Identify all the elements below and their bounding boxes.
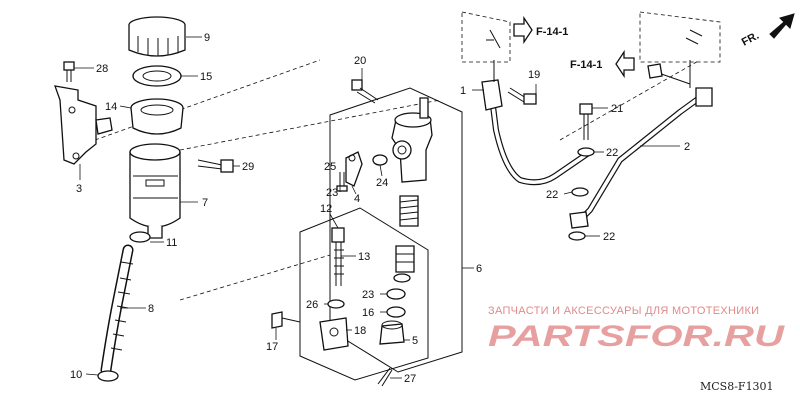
joint-4 bbox=[345, 151, 363, 187]
callout-29: 29 bbox=[242, 161, 254, 173]
hose-dash-line bbox=[179, 254, 331, 301]
left-ref-box bbox=[461, 11, 511, 63]
piston-kit-frame bbox=[299, 207, 429, 381]
callout-1: 1 bbox=[460, 85, 466, 97]
ref-arrow-left-icon[interactable] bbox=[615, 49, 635, 79]
callout-24: 24 bbox=[376, 177, 388, 189]
callout-13: 13 bbox=[358, 251, 370, 263]
callout-21: 21 bbox=[611, 103, 623, 115]
watermark-logo: PARTSFOR.RU bbox=[488, 320, 786, 353]
ref-arrow-right-icon[interactable] bbox=[513, 15, 533, 45]
nut-26 bbox=[327, 299, 345, 309]
callout-11: 11 bbox=[166, 237, 177, 249]
reservoir-diaphragm bbox=[130, 98, 184, 135]
reservoir-stay bbox=[54, 85, 113, 165]
o-ring-16 bbox=[386, 306, 406, 318]
bolt-29 bbox=[197, 159, 234, 173]
callout-17: 17 bbox=[266, 341, 278, 353]
bolt-28 bbox=[63, 61, 75, 82]
callout-20: 20 bbox=[354, 55, 366, 67]
front-direction-label: FR. bbox=[740, 30, 761, 49]
callout-5: 5 bbox=[412, 335, 418, 347]
ref-label-left[interactable]: F-14-1 bbox=[570, 59, 602, 71]
right-ref-box bbox=[639, 11, 721, 63]
reservoir-dash-line bbox=[94, 59, 321, 141]
callout-23a: 23 bbox=[326, 187, 338, 199]
cap-dash-line bbox=[179, 99, 441, 151]
leader-lines bbox=[74, 36, 680, 379]
supply-hose bbox=[100, 244, 134, 376]
callout-27: 27 bbox=[404, 373, 416, 385]
bolt-21 bbox=[579, 103, 593, 140]
callout-labels: 9 15 14 7 11 8 10 28 29 3 20 1 19 21 2 2… bbox=[70, 32, 690, 385]
reservoir-plate bbox=[132, 65, 182, 87]
piston-spring bbox=[399, 195, 419, 227]
push-rod bbox=[331, 227, 345, 286]
callout-6: 6 bbox=[476, 263, 482, 275]
hose-clip-10 bbox=[97, 370, 119, 382]
watermark-tagline: ЗАПЧАСТИ И АКСЕССУАРЫ ДЛЯ МОТОТЕХНИКИ bbox=[488, 305, 759, 317]
callout-26: 26 bbox=[306, 299, 318, 311]
clip-23a bbox=[386, 288, 406, 300]
callout-7: 7 bbox=[202, 197, 208, 209]
washer-23b bbox=[393, 273, 411, 283]
callout-19: 19 bbox=[528, 69, 540, 81]
ref-union-right-icon bbox=[685, 29, 703, 45]
piston-cups bbox=[395, 245, 415, 273]
bolt-20 bbox=[351, 79, 379, 104]
brake-hose-1 bbox=[481, 60, 593, 186]
callout-12: 12 bbox=[320, 203, 332, 215]
callout-3: 3 bbox=[76, 183, 82, 195]
ref-union-left-icon bbox=[486, 29, 501, 49]
callout-4: 4 bbox=[354, 193, 360, 205]
callout-22c: 22 bbox=[603, 231, 615, 243]
brake-hose-2 bbox=[575, 60, 713, 225]
reservoir-cap bbox=[128, 16, 186, 57]
callout-9: 9 bbox=[204, 32, 210, 44]
diagram-code: MCS8-F1301 bbox=[700, 380, 774, 393]
callout-14: 14 bbox=[105, 101, 117, 113]
callout-15: 15 bbox=[200, 71, 212, 83]
bolt-19 bbox=[507, 87, 537, 105]
clevis-18 bbox=[319, 317, 349, 351]
callout-28: 28 bbox=[96, 63, 108, 75]
callout-10: 10 bbox=[70, 369, 82, 381]
callout-2: 2 bbox=[684, 141, 690, 153]
callout-18: 18 bbox=[354, 325, 366, 337]
hose-top-dash bbox=[559, 59, 701, 141]
callout-25: 25 bbox=[324, 161, 336, 173]
ref-label-right[interactable]: F-14-1 bbox=[536, 26, 568, 38]
callout-8: 8 bbox=[148, 303, 154, 315]
cotter-27 bbox=[377, 367, 393, 387]
callout-22a: 22 bbox=[606, 147, 618, 159]
boot-5 bbox=[379, 320, 405, 345]
callout-22b: 22 bbox=[546, 189, 558, 201]
front-direction-arrow-icon bbox=[769, 13, 795, 39]
reservoir-tank bbox=[129, 143, 181, 239]
hose-clip-11 bbox=[129, 231, 151, 243]
master-cylinder-body bbox=[391, 97, 433, 183]
callout-23b: 23 bbox=[362, 289, 374, 301]
sealing-washers bbox=[568, 147, 595, 241]
callout-16: 16 bbox=[362, 307, 374, 319]
o-ring-24 bbox=[372, 154, 388, 166]
pin-17 bbox=[271, 311, 301, 329]
